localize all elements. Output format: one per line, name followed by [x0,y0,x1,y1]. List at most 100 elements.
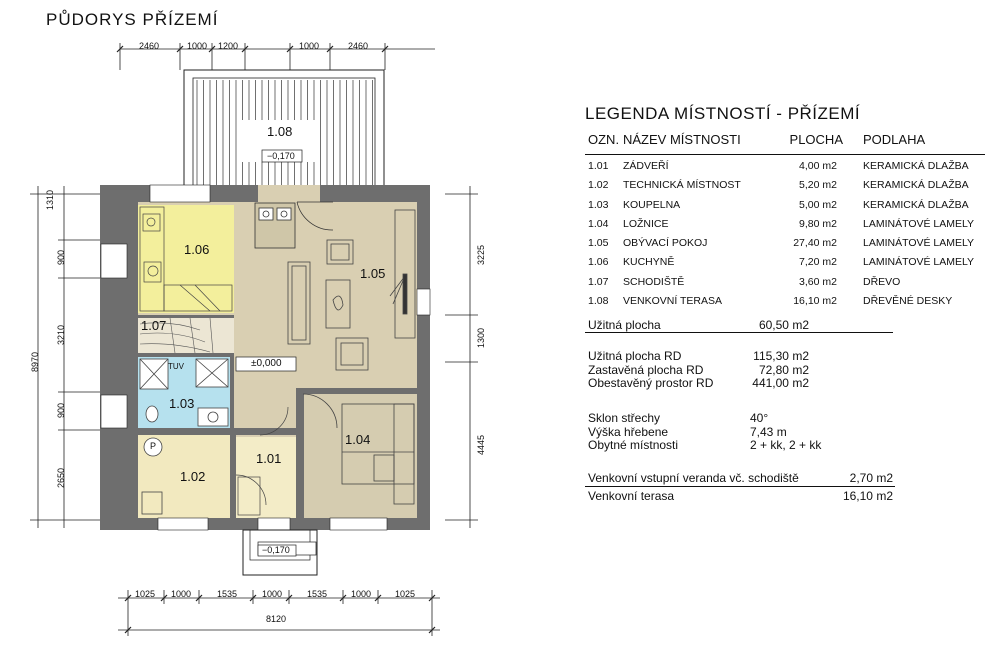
header-name: NÁZEV MÍSTNOSTI [623,132,741,147]
veranda-row: Venkovní vstupní veranda vč. schodiště 2… [585,471,895,487]
room-label-1-01: 1.01 [256,451,282,466]
param-row: Obytné místnosti 2 + kk, 2 + kk [585,438,893,452]
stairs-floor [138,318,234,355]
row-num: 1.02 [588,179,609,192]
rd-row: Obestavěný prostor RD 441,00 m2 [585,376,893,390]
room-label-1-06: 1.06 [184,242,210,257]
param-value: 2 + kk, 2 + kk [750,438,822,452]
row-area: 9,80 m2 [799,217,837,230]
usable-area-label: Užitná plocha [588,318,661,332]
dim-bottom-1: 1025 [135,589,156,599]
row-name: TECHNICKÁ MÍSTNOST [623,179,741,192]
row-floor: LAMINÁTOVÉ LAMELY [863,256,975,269]
row-floor: DŘEVO [863,275,901,288]
row-name: OBÝVACÍ POKOJ [623,237,708,250]
header-area: PLOCHA [789,132,843,147]
dim-left-3: 3210 [56,324,66,345]
rd-label: Zastavěná plocha RD [588,362,704,377]
terrace-row: Venkovní terasa 16,10 m2 [585,489,895,503]
room-label-1-05: 1.05 [360,266,386,281]
dim-left-total: 8970 [30,351,40,372]
param-label: Obytné místnosti [588,438,679,452]
row-name: ZÁDVEŘÍ [623,160,669,172]
room-label-1-03: 1.03 [169,396,195,411]
dim-left-5: 2650 [56,467,66,488]
row-name: VENKOVNÍ TERASA [623,295,723,308]
outdoor-block: Venkovní vstupní veranda vč. schodiště 2… [585,471,895,503]
level-floor: ±0,000 [251,358,282,369]
row-name: KUCHYNĚ [623,256,675,269]
row-name: SCHODIŠTĚ [623,275,685,288]
row-area: 4,00 m2 [799,160,837,172]
terrace-label: Venkovní terasa [588,489,675,503]
row-num: 1.05 [588,237,609,250]
row-floor: KERAMICKÁ DLAŽBA [863,160,969,172]
param-value: 7,43 m [750,424,787,439]
params-block: Sklon střechy 40° Výška hřebene 7,43 m Oby… [585,411,893,452]
room-label-1-08: 1.08 [267,124,293,139]
param-label: Výška hřebene [588,424,669,439]
dim-bottom-3: 1535 [217,589,238,599]
row-name: KOUPELNA [623,198,681,211]
dim-right-1: 3225 [476,244,486,265]
rd-value: 115,30 m2 [753,349,809,363]
boiler-label: TUV [168,362,184,371]
row-floor: KERAMICKÁ DLAŽBA [863,198,969,211]
level-entry: −0,170 [262,545,290,555]
row-num: 1.07 [588,275,609,288]
level-terrace: −0,170 [267,151,295,161]
dim-right-2: 1300 [476,327,486,348]
dim-right-3: 4445 [476,434,486,455]
legend-row: 1.01 ZÁDVEŘÍ 4,00 m2 KERAMICKÁ DLAŽBA [585,160,985,179]
legend-title: LEGENDA MÍSTNOSTÍ - PŘÍZEMÍ [585,104,861,123]
rd-label: Obestavěný prostor RD [588,376,714,390]
param-label: Sklon střechy [588,411,661,425]
legend-header: OZN. NÁZEV MÍSTNOSTI PLOCHA PODLAHA [585,132,985,155]
header-floor: PODLAHA [863,132,926,147]
dim-left-4: 900 [56,402,66,418]
row-area: 16,10 m2 [793,295,837,308]
rd-value: 441,00 m2 [752,376,809,390]
dim-top-1: 2460 [139,41,160,51]
veranda-value: 2,70 m2 [849,471,893,485]
room-label-1-04: 1.04 [345,432,371,447]
row-num: 1.01 [588,160,609,172]
dim-bottom-5: 1535 [307,589,328,599]
dim-left-1: 1310 [45,189,55,210]
row-floor: KERAMICKÁ DLAŽBA [863,179,969,192]
usable-area-block: Užitná plocha 60,50 m2 [585,318,893,333]
dim-top-2: 1000 [187,41,208,51]
rd-label: Užitná plocha RD [588,349,682,363]
header-num: OZN. [588,132,620,147]
room-legend: LEGENDA MÍSTNOSTÍ - PŘÍZEMÍ OZN. NÁZEV M… [585,104,985,314]
row-name: LOŽNICE [623,217,669,230]
stove-label: P [150,441,157,451]
param-value: 40° [750,411,769,425]
row-num: 1.04 [588,217,609,230]
legend-row: 1.04 LOŽNICE 9,80 m2 LAMINÁTOVÉ LAMELY [585,218,985,237]
param-row: Výška hřebene 7,43 m [585,425,893,439]
veranda-label: Venkovní vstupní veranda vč. schodiště [588,471,799,485]
entry-floor [234,437,298,518]
param-row: Sklon střechy 40° [585,411,893,425]
kitchen-floor [138,205,234,313]
room-label-1-07: 1.07 [141,318,167,333]
dim-top-5: 2460 [348,41,369,51]
rd-row: Užitná plocha RD 115,30 m2 [585,349,893,363]
row-floor: LAMINÁTOVÉ LAMELY [863,217,975,230]
terrace-deck [183,69,385,195]
dim-bottom-2: 1000 [171,589,192,599]
row-area: 7,20 m2 [799,256,837,269]
dim-bottom-7: 1025 [395,589,416,599]
page-title: PŮDORYS PŘÍZEMÍ [46,10,219,29]
row-area: 27,40 m2 [793,237,837,250]
row-area: 5,00 m2 [799,198,837,211]
dim-bottom-total: 8120 [266,614,287,624]
